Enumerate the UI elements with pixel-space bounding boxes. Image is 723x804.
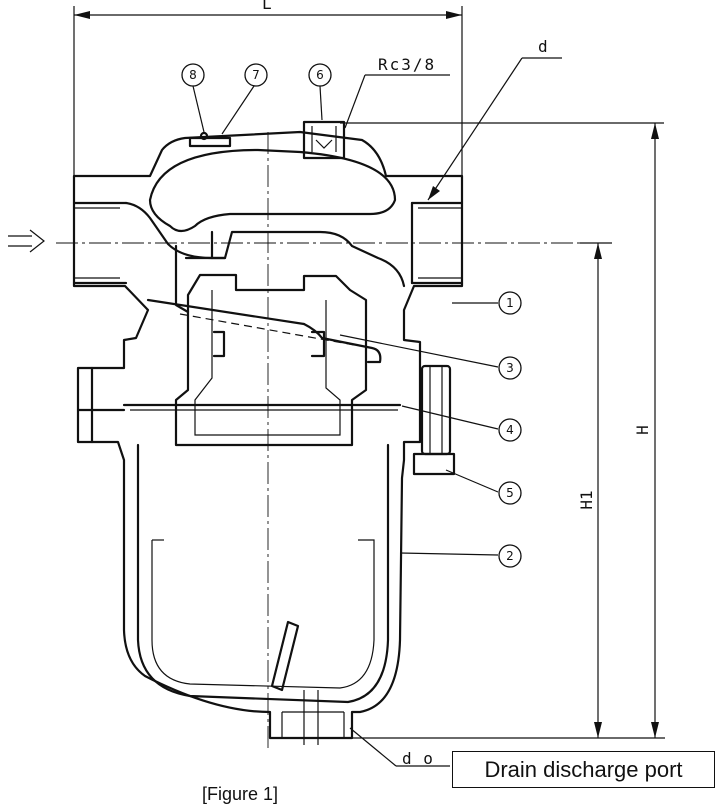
screen-holder xyxy=(174,273,368,447)
screen-element xyxy=(146,298,382,364)
drain-bolt xyxy=(412,364,456,476)
internal-drain-tube xyxy=(270,620,300,692)
inlet-port xyxy=(72,201,214,285)
part-8-label: 8 xyxy=(189,68,197,82)
part-4-label: 4 xyxy=(506,423,514,437)
cap-internal-passage xyxy=(148,148,397,233)
part-3-label: 3 xyxy=(506,361,514,375)
part-balloon-2: 2 xyxy=(498,544,522,568)
dim-length-label: L xyxy=(262,0,272,13)
part-6-label: 6 xyxy=(316,68,324,82)
gasket-band xyxy=(76,366,402,444)
dim-height-label: H xyxy=(633,425,652,435)
figure-caption: [Figure 1] xyxy=(202,784,279,804)
part-balloon-1: 1 xyxy=(498,291,522,315)
nameplate xyxy=(188,131,232,148)
part-balloon-3: 3 xyxy=(498,356,522,380)
part-balloon-8: 8 xyxy=(181,63,205,87)
leader-lines xyxy=(192,57,562,767)
dimension-height xyxy=(340,122,664,738)
part-balloon-6: 6 xyxy=(308,63,332,87)
outlet-port xyxy=(410,201,464,285)
drain-diameter-label: d o xyxy=(402,749,434,768)
thread-spec-label: Rc3/8 xyxy=(378,55,436,74)
part-balloon-4: 4 xyxy=(498,418,522,442)
bowl-inner-outline xyxy=(136,443,390,704)
top-plug xyxy=(302,120,346,160)
center-partition xyxy=(210,230,406,288)
dimension-inlet-height xyxy=(580,242,612,738)
part-7-label: 7 xyxy=(252,68,260,82)
inlet-diameter-label: d xyxy=(538,37,548,56)
body-outer-outline xyxy=(72,130,464,740)
part-2-label: 2 xyxy=(506,549,514,563)
inlet-flow-arrow xyxy=(8,229,45,253)
part-1-label: 1 xyxy=(506,296,514,310)
part-balloon-7: 7 xyxy=(244,63,268,87)
drain-port xyxy=(281,690,345,745)
drain-discharge-port-callout: Drain discharge port xyxy=(452,751,715,788)
part-5-label: 5 xyxy=(506,486,514,500)
part-balloon-5: 5 xyxy=(498,481,522,505)
dim-inlet-height-label: H1 xyxy=(577,490,596,509)
